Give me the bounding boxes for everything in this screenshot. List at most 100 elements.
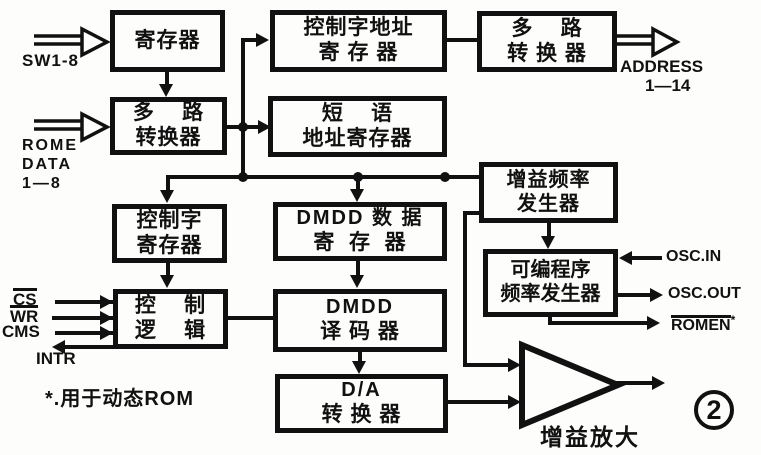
cms-label: CMS	[2, 322, 40, 341]
block-label: 控 制	[134, 294, 207, 318]
block-label: DMDD	[326, 296, 394, 319]
arrowhead-down-icon	[350, 275, 364, 288]
junction-dot	[238, 122, 248, 132]
wire-cs	[55, 300, 113, 304]
block-gain-frequency-generator: 增益频率 发生器	[479, 162, 618, 223]
block-label: 多 路	[132, 101, 205, 125]
amplifier-label: 增益放大	[540, 424, 640, 450]
romen-asterisk: *	[730, 313, 736, 327]
wire-gain	[463, 211, 467, 365]
block-multiplexer-left: 多 路 转换器	[110, 97, 227, 155]
block-phrase-address-register: 短 语 地址寄存器	[268, 96, 447, 157]
address-label: ADDRESS	[620, 57, 704, 76]
wire	[165, 70, 169, 86]
arrowhead-right-icon	[100, 295, 113, 309]
wire	[358, 352, 362, 363]
cs-label: CS	[13, 288, 37, 309]
block-label: 转 换 器	[507, 41, 587, 65]
block-label: 控制字地址	[303, 16, 414, 40]
figure-number-badge: 2	[694, 390, 734, 430]
arrowhead-right-icon	[100, 311, 113, 325]
block-label: 转换器	[135, 126, 202, 149]
wire-romen	[548, 321, 650, 325]
block-label: 寄存器	[134, 28, 201, 52]
arrowhead-right-icon	[650, 288, 663, 302]
block-label: 多 路	[511, 16, 583, 40]
arrowhead-left-icon	[52, 340, 65, 354]
block-dmdd-decoder: DMDD 译 码 器	[273, 289, 447, 352]
block-register: 寄存器	[110, 10, 225, 72]
junction-dot	[238, 172, 248, 182]
wire	[356, 261, 360, 277]
block-label: D/A	[341, 379, 382, 402]
wire	[241, 38, 245, 179]
arrowhead-down-icon	[160, 275, 174, 288]
rome-data-input-arrow-icon	[34, 111, 111, 143]
block-programmable-frequency-generator: 可编程序 频率发生器	[483, 249, 618, 317]
block-control-word-address-register: 控制字地址 寄 存 器	[270, 10, 447, 72]
romen-label: ROMEN*	[671, 313, 736, 335]
osc-out-label: OSC.OUT	[668, 285, 741, 302]
intr-label: INTR	[36, 349, 76, 368]
arrowhead-right-icon	[256, 33, 269, 47]
block-label: 发生器	[517, 192, 580, 215]
arrowhead-down-icon	[352, 361, 366, 374]
wire-data-bus	[166, 175, 481, 179]
wire	[166, 263, 170, 277]
wire	[243, 38, 258, 42]
footnote: *.用于动态ROM	[45, 388, 194, 410]
arrowhead-down-icon	[159, 84, 173, 97]
block-label: 增益频率	[506, 168, 591, 191]
block-label: 寄 存 器	[318, 41, 399, 64]
block-label: 译 码 器	[320, 319, 400, 343]
arrowhead-right-icon	[508, 358, 521, 372]
block-control-logic: 控 制 逻 辑	[113, 289, 228, 349]
block-label: 地址寄存器	[302, 126, 413, 150]
block-label: 寄存器	[136, 233, 203, 257]
wire-wr	[52, 316, 113, 320]
block-label: 逻 辑	[134, 319, 207, 342]
wire-osc-in	[624, 256, 662, 260]
wire	[614, 381, 656, 385]
arrowhead-right-icon	[647, 316, 660, 330]
wire	[166, 177, 170, 191]
wire	[228, 316, 273, 320]
wr-label: WR	[10, 305, 39, 326]
wire-gain	[463, 211, 481, 215]
wire	[356, 177, 360, 190]
sw-label: SW1-8	[22, 51, 79, 70]
osc-in-label: OSC.IN	[666, 248, 722, 265]
arrowhead-down-icon	[541, 236, 555, 249]
arrowhead-left-icon	[619, 251, 632, 265]
arrowhead-right-icon	[258, 120, 271, 134]
block-label: 寄 存 器	[313, 230, 407, 254]
block-label: 控制字	[136, 208, 203, 232]
arrowhead-down-icon	[160, 190, 174, 203]
arrowhead-down-icon	[350, 189, 364, 202]
wire-gain	[463, 363, 511, 367]
address-range-label: 1—14	[645, 76, 691, 95]
sw-input-arrow-icon	[34, 26, 111, 58]
wire	[448, 400, 510, 404]
wire-cms	[55, 331, 113, 335]
block-label: 短 语	[321, 101, 394, 125]
wire-intr	[56, 345, 113, 349]
wire	[547, 223, 551, 238]
block-label: 转 换 器	[321, 402, 402, 426]
gain-amplifier-symbol	[519, 340, 626, 430]
block-label: DMDD 数 据	[296, 207, 424, 230]
wire-osc-out	[618, 293, 652, 297]
block-label: 可编程序	[510, 259, 591, 282]
address-output-arrow-icon	[613, 26, 681, 58]
block-dmdd-data-register: DMDD 数 据 寄 存 器	[273, 202, 447, 261]
wire	[447, 38, 477, 42]
block-da-converter: D/A 转 换 器	[275, 374, 448, 433]
block-control-word-register: 控制字 寄存器	[112, 204, 227, 263]
block-label: 频率发生器	[500, 283, 601, 305]
arrowhead-right-icon	[100, 326, 113, 340]
junction-dot	[353, 172, 363, 182]
arrowhead-right-icon	[652, 376, 665, 390]
arrowhead-right-icon	[508, 395, 521, 409]
block-multiplexer-right: 多 路 转 换 器	[477, 11, 617, 72]
